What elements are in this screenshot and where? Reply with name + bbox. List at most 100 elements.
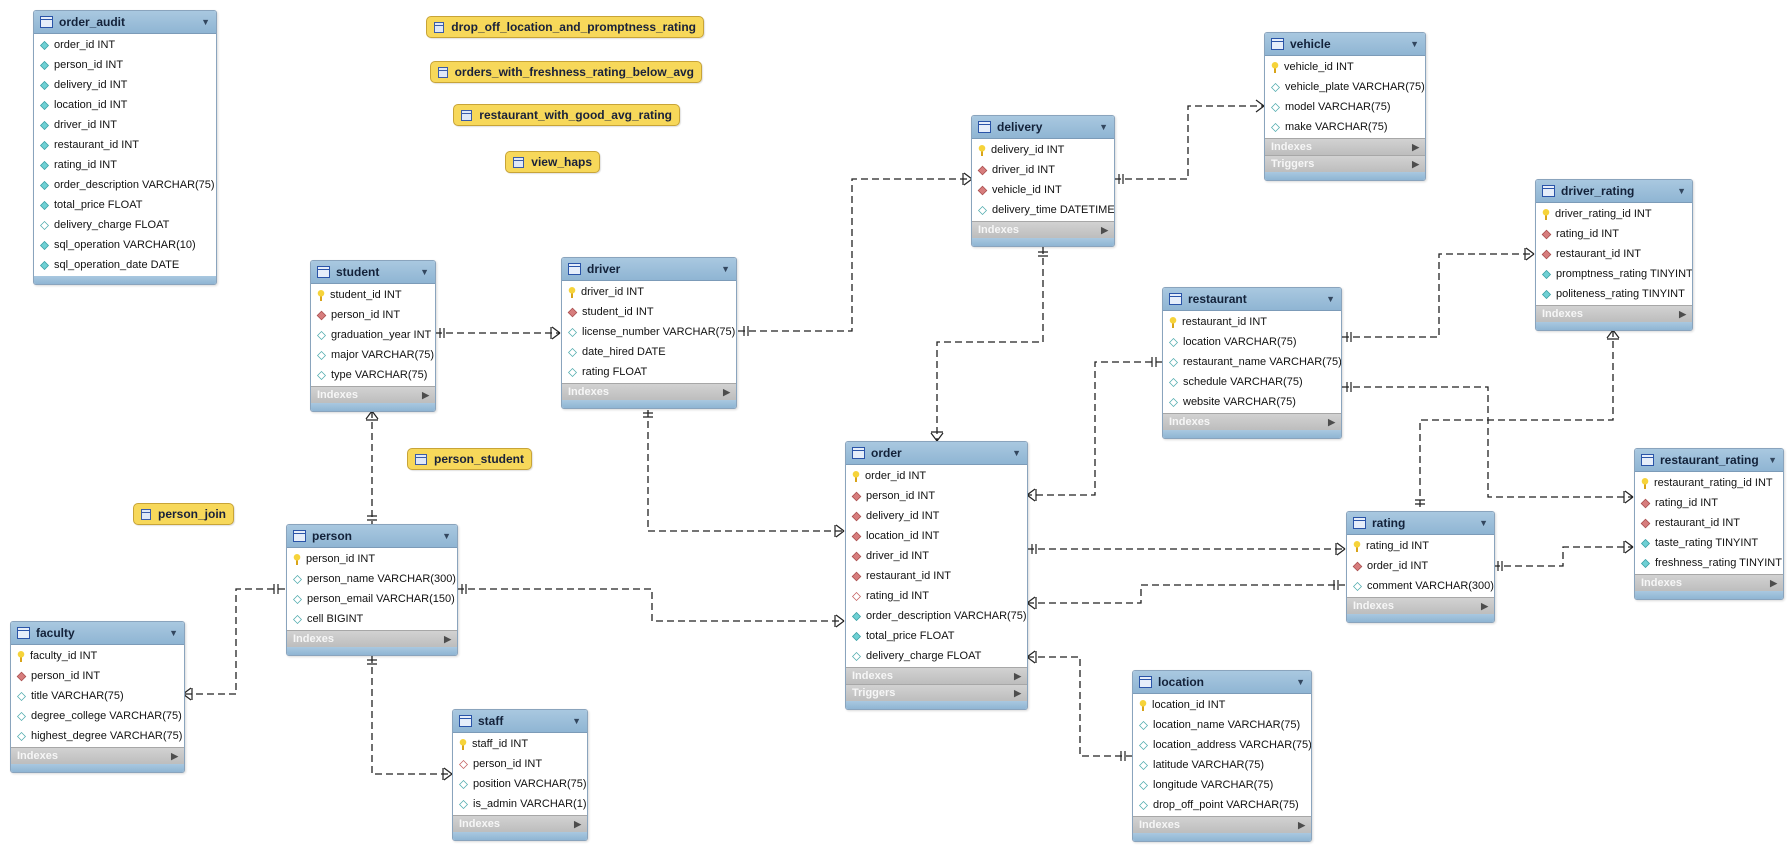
column-row[interactable]: restaurant_name VARCHAR(75) — [1163, 352, 1341, 372]
table-header[interactable]: driver ▼ — [562, 258, 736, 281]
column-row[interactable]: rating_id INT — [34, 155, 216, 175]
section-indexes[interactable]: Indexes▶ — [453, 815, 587, 832]
expand-arrow-icon[interactable]: ▶ — [1014, 687, 1021, 698]
section-indexes[interactable]: Indexes▶ — [11, 747, 184, 764]
collapse-arrow-icon[interactable]: ▼ — [1410, 39, 1419, 49]
column-row[interactable]: is_admin VARCHAR(1) — [453, 794, 587, 814]
expand-arrow-icon[interactable]: ▶ — [1014, 670, 1021, 681]
view-restaurant-with-good-avg-rating[interactable]: restaurant_with_good_avg_rating — [453, 104, 680, 126]
column-row[interactable]: location VARCHAR(75) — [1163, 332, 1341, 352]
expand-arrow-icon[interactable]: ▶ — [1412, 158, 1419, 169]
table-header[interactable]: order_audit ▼ — [34, 11, 216, 34]
column-row[interactable]: driver_id INT — [972, 160, 1114, 180]
table-header[interactable]: faculty ▼ — [11, 622, 184, 645]
column-row[interactable]: location_id INT — [34, 95, 216, 115]
view-view-haps[interactable]: view_haps — [505, 151, 600, 173]
section-indexes[interactable]: Indexes▶ — [1536, 305, 1692, 322]
view-orders-with-freshness-rating-below-avg[interactable]: orders_with_freshness_rating_below_avg — [430, 61, 702, 83]
column-row[interactable]: rating_id INT — [1347, 536, 1494, 556]
column-row[interactable]: student_id INT — [562, 302, 736, 322]
section-triggers[interactable]: Triggers▶ — [846, 684, 1027, 701]
collapse-arrow-icon[interactable]: ▼ — [442, 531, 451, 541]
column-row[interactable]: restaurant_id INT — [1163, 312, 1341, 332]
expand-arrow-icon[interactable]: ▶ — [422, 389, 429, 400]
table-header[interactable]: restaurant ▼ — [1163, 288, 1341, 311]
column-row[interactable]: restaurant_id INT — [1536, 244, 1692, 264]
column-row[interactable]: freshness_rating TINYINT — [1635, 553, 1783, 573]
column-row[interactable]: person_id INT — [453, 754, 587, 774]
column-row[interactable]: restaurant_id INT — [846, 566, 1027, 586]
section-indexes[interactable]: Indexes▶ — [287, 630, 457, 647]
expand-arrow-icon[interactable]: ▶ — [1101, 224, 1108, 235]
expand-arrow-icon[interactable]: ▶ — [574, 818, 581, 829]
collapse-arrow-icon[interactable]: ▼ — [1677, 186, 1686, 196]
section-indexes[interactable]: Indexes▶ — [1635, 574, 1783, 591]
table-header[interactable]: vehicle ▼ — [1265, 33, 1425, 56]
column-row[interactable]: location_address VARCHAR(75) — [1133, 735, 1311, 755]
column-row[interactable]: student_id INT — [311, 285, 435, 305]
column-row[interactable]: restaurant_id INT — [1635, 513, 1783, 533]
column-row[interactable]: rating_id INT — [1536, 224, 1692, 244]
column-row[interactable]: driver_id INT — [846, 546, 1027, 566]
table-header[interactable]: restaurant_rating ▼ — [1635, 449, 1783, 472]
section-indexes[interactable]: Indexes▶ — [562, 383, 736, 400]
column-row[interactable]: delivery_id INT — [972, 140, 1114, 160]
column-row[interactable]: driver_rating_id INT — [1536, 204, 1692, 224]
column-row[interactable]: type VARCHAR(75) — [311, 365, 435, 385]
collapse-arrow-icon[interactable]: ▼ — [201, 17, 210, 27]
collapse-arrow-icon[interactable]: ▼ — [1479, 518, 1488, 528]
section-indexes[interactable]: Indexes▶ — [1265, 138, 1425, 155]
table-header[interactable]: person ▼ — [287, 525, 457, 548]
section-indexes[interactable]: Indexes▶ — [972, 221, 1114, 238]
column-row[interactable]: total_price FLOAT — [34, 195, 216, 215]
column-row[interactable]: website VARCHAR(75) — [1163, 392, 1341, 412]
column-row[interactable]: delivery_id INT — [34, 75, 216, 95]
column-row[interactable]: order_id INT — [1347, 556, 1494, 576]
section-indexes[interactable]: Indexes▶ — [1133, 816, 1311, 833]
column-row[interactable]: vehicle_plate VARCHAR(75) — [1265, 77, 1425, 97]
table-header[interactable]: student ▼ — [311, 261, 435, 284]
expand-arrow-icon[interactable]: ▶ — [1679, 308, 1686, 319]
collapse-arrow-icon[interactable]: ▼ — [1099, 122, 1108, 132]
view-person-student[interactable]: person_student — [407, 448, 532, 470]
column-row[interactable]: major VARCHAR(75) — [311, 345, 435, 365]
column-row[interactable]: highest_degree VARCHAR(75) — [11, 726, 184, 746]
view-drop-off-location-and-promptness-rating[interactable]: drop_off_location_and_promptness_rating — [426, 16, 704, 38]
column-row[interactable]: license_number VARCHAR(75) — [562, 322, 736, 342]
collapse-arrow-icon[interactable]: ▼ — [169, 628, 178, 638]
column-row[interactable]: latitude VARCHAR(75) — [1133, 755, 1311, 775]
column-row[interactable]: rating_id INT — [1635, 493, 1783, 513]
column-row[interactable]: person_id INT — [311, 305, 435, 325]
column-row[interactable]: restaurant_id INT — [34, 135, 216, 155]
column-row[interactable]: schedule VARCHAR(75) — [1163, 372, 1341, 392]
column-row[interactable]: order_description VARCHAR(75) — [846, 606, 1027, 626]
column-row[interactable]: order_id INT — [34, 35, 216, 55]
column-row[interactable]: location_id INT — [1133, 695, 1311, 715]
column-row[interactable]: comment VARCHAR(300) — [1347, 576, 1494, 596]
expand-arrow-icon[interactable]: ▶ — [171, 750, 178, 761]
expand-arrow-icon[interactable]: ▶ — [1412, 141, 1419, 152]
column-row[interactable]: delivery_charge FLOAT — [34, 215, 216, 235]
expand-arrow-icon[interactable]: ▶ — [1770, 577, 1777, 588]
view-person-join[interactable]: person_join — [133, 503, 234, 525]
expand-arrow-icon[interactable]: ▶ — [723, 386, 730, 397]
table-header[interactable]: driver_rating ▼ — [1536, 180, 1692, 203]
section-indexes[interactable]: Indexes▶ — [1347, 597, 1494, 614]
column-row[interactable]: sql_operation VARCHAR(10) — [34, 235, 216, 255]
column-row[interactable]: staff_id INT — [453, 734, 587, 754]
column-row[interactable]: title VARCHAR(75) — [11, 686, 184, 706]
column-row[interactable]: rating FLOAT — [562, 362, 736, 382]
collapse-arrow-icon[interactable]: ▼ — [1296, 677, 1305, 687]
column-row[interactable]: driver_id INT — [34, 115, 216, 135]
collapse-arrow-icon[interactable]: ▼ — [721, 264, 730, 274]
column-row[interactable]: vehicle_id INT — [972, 180, 1114, 200]
column-row[interactable]: order_description VARCHAR(75) — [34, 175, 216, 195]
column-row[interactable]: vehicle_id INT — [1265, 57, 1425, 77]
column-row[interactable]: cell BIGINT — [287, 609, 457, 629]
